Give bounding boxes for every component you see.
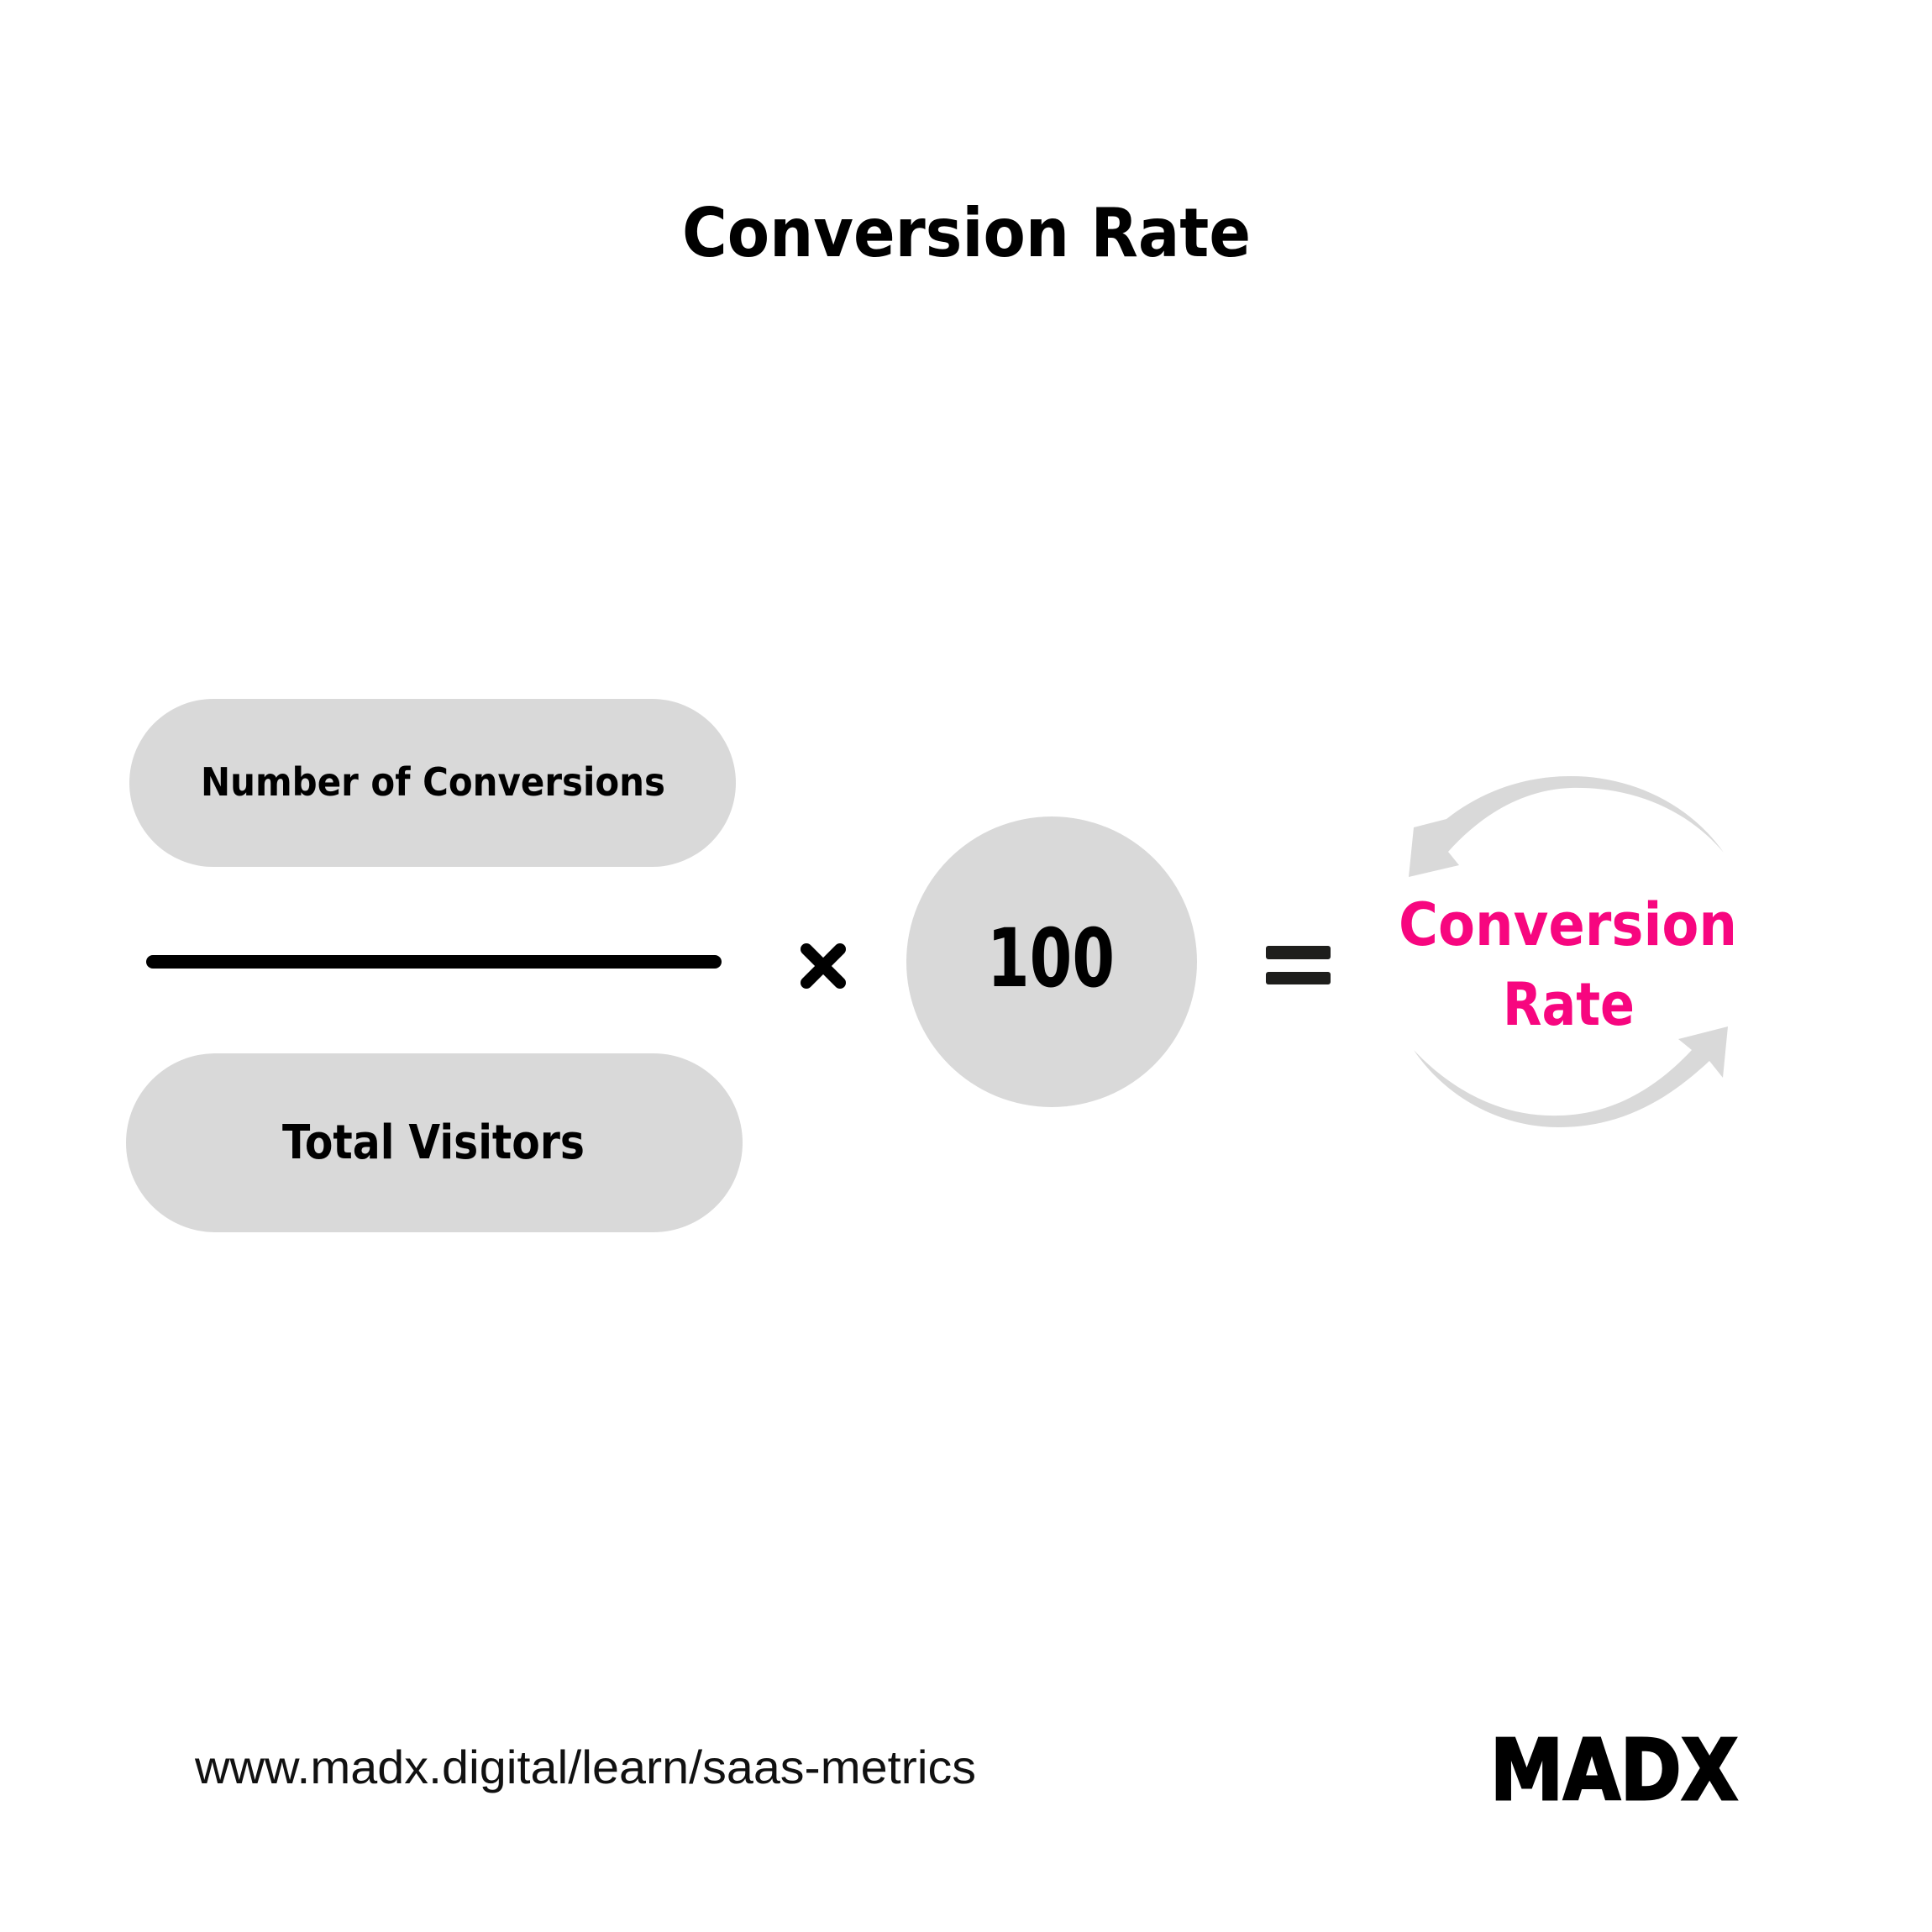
cycle-arrows-icon: [1409, 776, 1728, 1127]
page-title: Conversion Rate: [682, 194, 1251, 272]
numerator-label: Number of Conversions: [201, 759, 665, 805]
multiply-icon: [801, 943, 846, 989]
multiplier-value: 100: [987, 911, 1115, 1005]
cycle-arrow-top: [1409, 776, 1724, 877]
denominator-pill-bg: [126, 1053, 743, 1232]
numerator-pill: Number of Conversions: [129, 699, 736, 867]
numerator-pill-bg: [129, 699, 736, 867]
denominator-label: Total Visitors: [282, 1116, 585, 1170]
footer-url[interactable]: www.madx.digital/learn/saas-metrics: [194, 1740, 976, 1793]
multiplier-circle: 100: [906, 816, 1197, 1107]
cycle-arrow-bottom: [1414, 1026, 1728, 1127]
result-label-line2: Rate: [1503, 970, 1635, 1039]
denominator-pill: Total Visitors: [126, 1053, 743, 1232]
equals-icon: [1266, 946, 1331, 984]
result-label-line1: Conversion: [1399, 890, 1737, 959]
result-label: Conversion Rate: [1399, 890, 1737, 1039]
brand-logo: MADX: [1490, 1721, 1738, 1819]
multiplier-circle-bg: [906, 816, 1197, 1107]
